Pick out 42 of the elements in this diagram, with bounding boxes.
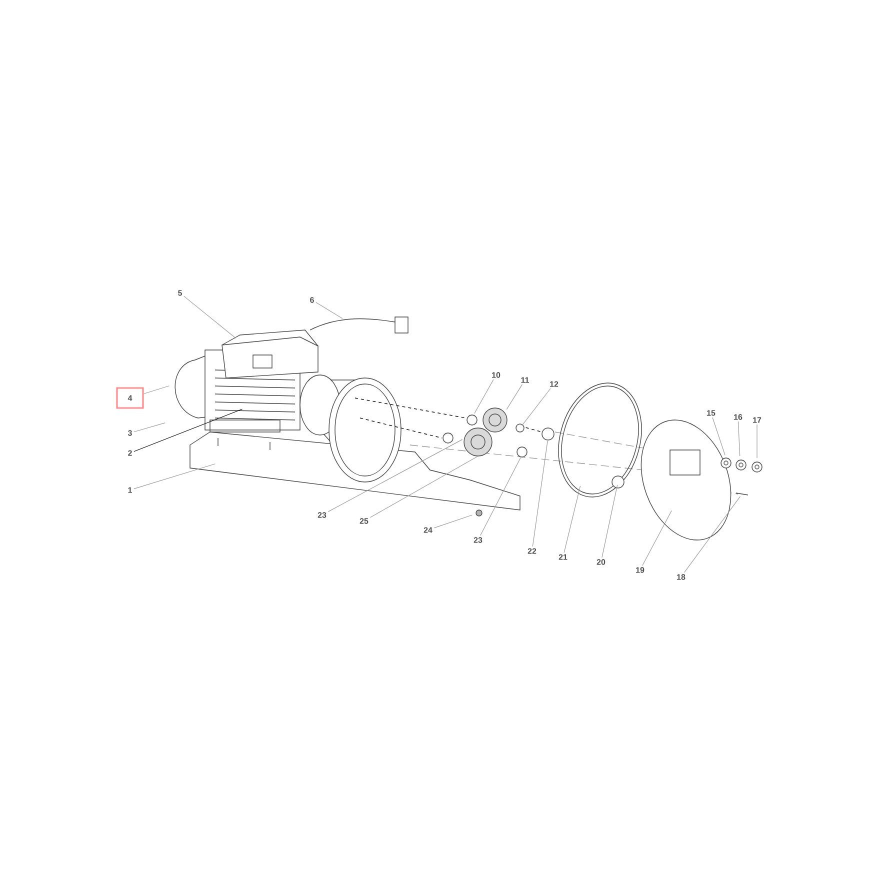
callout-number: 19	[636, 567, 644, 573]
leader-line	[602, 484, 618, 558]
leader-line	[184, 296, 236, 338]
leader-line	[712, 417, 726, 456]
leader-line	[522, 388, 551, 426]
callout-number: 25	[360, 518, 368, 524]
leader-line	[328, 439, 463, 512]
leader-line	[434, 514, 472, 528]
callout-number: 4	[116, 387, 144, 409]
leader-line	[738, 421, 740, 456]
callout-number: 24	[424, 527, 432, 533]
leader-line	[134, 422, 166, 432]
callout-number: 6	[310, 297, 314, 303]
callout-number: 16	[734, 414, 742, 420]
leader-line	[134, 408, 243, 452]
callout-number: 20	[596, 559, 606, 565]
callout-number: 10	[492, 372, 500, 378]
callout-number: 18	[677, 574, 686, 580]
callout-number: 15	[707, 410, 716, 416]
callout-number: 5	[178, 290, 182, 296]
callout-number: 17	[753, 417, 762, 423]
callout-number: 11	[521, 377, 529, 383]
leader-line	[506, 384, 523, 410]
callout-number: 22	[528, 548, 536, 554]
leader-line	[684, 496, 741, 573]
callout-number: 12	[550, 381, 558, 387]
leader-line	[642, 510, 672, 566]
callout-number: 2	[128, 450, 132, 456]
leader-line	[316, 302, 343, 319]
leader-line	[756, 424, 758, 458]
leader-line	[134, 464, 216, 490]
callout-number: 3	[128, 430, 132, 436]
leader-line	[532, 440, 548, 547]
leader-line	[144, 386, 170, 394]
leader-line	[564, 486, 581, 553]
leader-line	[370, 456, 478, 518]
callout-number: 1	[128, 487, 132, 493]
leader-line	[480, 457, 521, 536]
leader-line	[474, 379, 494, 414]
callout-number: 23	[474, 537, 482, 543]
callout-number: 21	[558, 554, 568, 560]
callout-number: 23	[318, 512, 326, 518]
